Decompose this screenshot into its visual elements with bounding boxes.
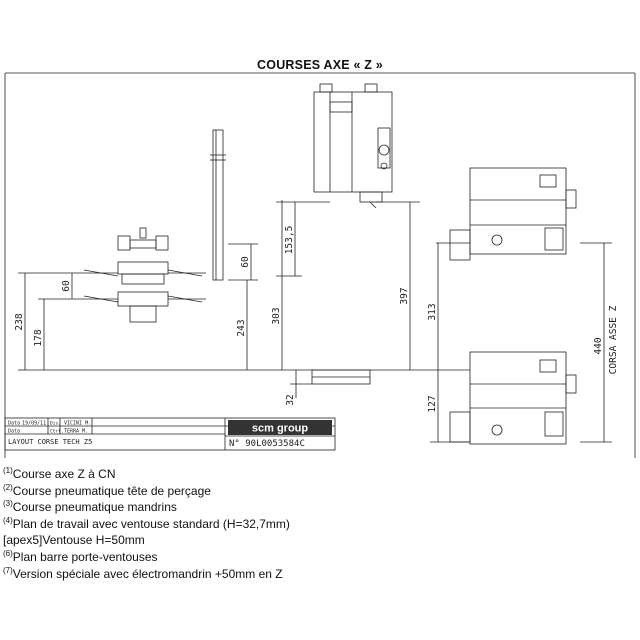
notes-list: (1)Course axe Z à CN (2)Course pneumatiq…: [3, 466, 633, 582]
dim-60-mid: 60: [240, 256, 251, 268]
note-text: Version spéciale avec électromandrin +50…: [12, 566, 283, 581]
dim-238: 238: [14, 313, 25, 330]
dim-60-left: 60: [61, 280, 72, 292]
note-number: (1): [3, 466, 13, 475]
note-item: (4)Plan de travail avec ventouse standar…: [3, 516, 633, 533]
right-unit-lower: [449, 351, 577, 445]
tb-row2-label: Data: [8, 429, 20, 435]
technical-drawing: scm group Data 19/09/11 Dis. VICINI M. D…: [4, 72, 636, 458]
dim-313: 313: [427, 303, 438, 320]
top-machine-unit: [313, 83, 393, 209]
tb-row1-field: Dis.: [50, 421, 61, 427]
note-number: (2): [3, 482, 13, 492]
note-number: (7): [3, 565, 13, 575]
dim-127: 127: [427, 395, 438, 412]
note-item: (7)Version spéciale avec électromandrin …: [3, 566, 633, 583]
dim-corsa-asse-z: CORSA ASSE Z: [608, 305, 619, 374]
slide-bar: [210, 129, 226, 281]
dim-32: 32: [285, 394, 296, 405]
tb-row1-date: 19/09/11: [22, 421, 46, 427]
tb-drawing-title: LAYOUT CORSE TECH Z5: [8, 438, 92, 446]
dim-243: 243: [236, 319, 247, 336]
suction-cup: [311, 369, 371, 385]
tb-row2-field: Ctrl.: [50, 429, 64, 435]
note-text: Plan de travail avec ventouse standard (…: [12, 516, 290, 531]
note-number: (3): [3, 499, 13, 509]
note-text: Course pneumatique tête de perçage: [12, 483, 211, 498]
tb-drawing-number: N° 90L0053584C: [229, 439, 305, 449]
drawing-title: COURSES AXE « Z »: [257, 58, 383, 72]
dim-303: 303: [271, 307, 282, 324]
dim-153-5: 153,5: [284, 226, 295, 255]
drilling-head: [80, 227, 206, 323]
scm-logo: scm group: [252, 423, 309, 435]
note-item: (1)Course axe Z à CN: [3, 466, 633, 483]
tb-row1-label: Data: [8, 421, 20, 427]
scm-logo-box: [228, 420, 332, 435]
note-number: (6): [3, 548, 13, 558]
dim-397: 397: [399, 287, 410, 304]
right-unit-upper: [449, 167, 577, 261]
note-text: [apex5]Ventouse H=50mm: [3, 533, 145, 548]
tb-row1-name: VICINI M.: [64, 421, 91, 427]
note-number: (4): [3, 515, 13, 525]
note-text: Course pneumatique mandrins: [12, 500, 177, 515]
note-item: [apex5]Ventouse H=50mm: [3, 532, 633, 549]
tb-row2-name: TERRA M.: [64, 429, 88, 435]
dim-440: 440: [593, 337, 604, 354]
note-item: (6)Plan barre porte-ventouses: [3, 549, 633, 566]
note-text: Plan barre porte-ventouses: [12, 549, 158, 564]
note-item: (2)Course pneumatique tête de perçage: [3, 483, 633, 500]
note-item: (3)Course pneumatique mandrins: [3, 499, 633, 516]
dim-178: 178: [33, 329, 44, 346]
note-text: Course axe Z à CN: [12, 467, 116, 481]
